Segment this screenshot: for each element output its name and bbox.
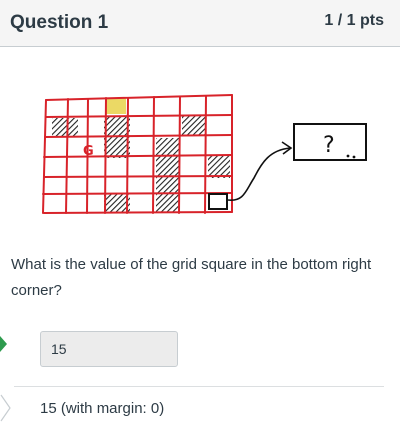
question-title: Question 1 [10, 12, 109, 33]
dot-mark [352, 155, 356, 159]
goal-cell-highlight [106, 98, 126, 114]
unknown-value-box [293, 123, 367, 161]
grid-lines [42, 94, 233, 214]
obstacle-cell [156, 138, 180, 158]
answer-input[interactable]: 15 [40, 331, 178, 367]
obstacle-cell [156, 158, 180, 178]
obstacle-cell [156, 194, 180, 212]
obstacle-cell [104, 116, 130, 136]
dot-mark [346, 154, 350, 158]
correct-answer-text: 15 (with margin: 0) [40, 400, 165, 417]
obstacle-cell [104, 136, 130, 158]
question-header: Question 1 1 / 1 pts [0, 0, 400, 47]
question-points: 1 / 1 pts [324, 12, 384, 29]
obstacle-cell [208, 156, 230, 178]
bottom-right-cell-marker [208, 193, 228, 210]
obstacle-cell [182, 116, 206, 136]
correct-answer-arrow-icon [0, 394, 11, 422]
question-text: What is the value of the grid square in … [11, 256, 372, 299]
unknown-value-label: ? [323, 133, 335, 158]
pointer-arrow [227, 147, 291, 201]
obstacle-cells [52, 116, 230, 212]
pointer-arrowhead [281, 141, 293, 155]
correct-answer-indicator [0, 336, 7, 352]
obstacle-cell [52, 118, 78, 137]
answer-value: 15 [51, 341, 67, 357]
obstacle-cell [156, 178, 180, 196]
obstacle-cell [104, 194, 130, 212]
grid-figure: G ? [42, 94, 367, 214]
answer-divider [14, 386, 384, 387]
